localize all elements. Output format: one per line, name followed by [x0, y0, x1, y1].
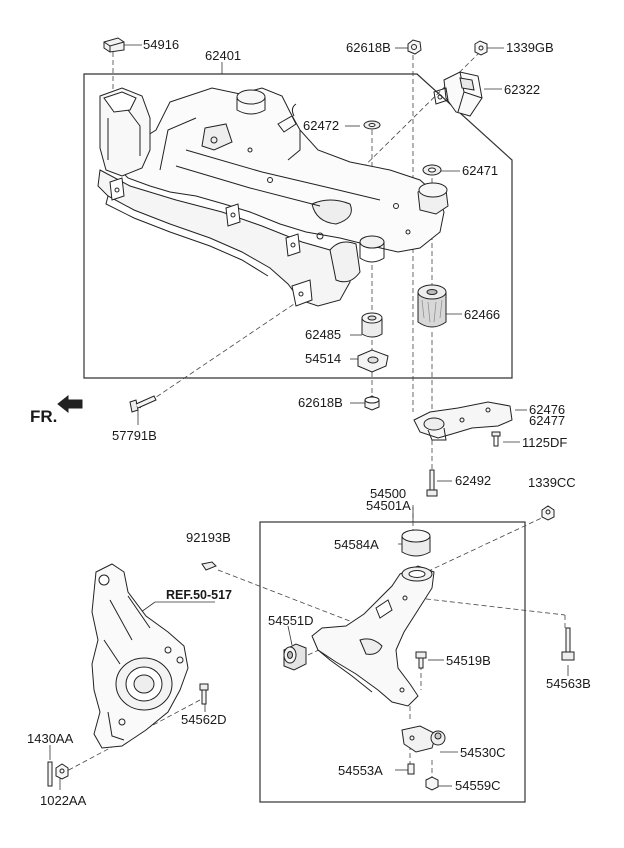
pin-1430AA	[47, 761, 53, 787]
cap-54916	[103, 37, 125, 53]
bolt-54553A	[407, 763, 415, 775]
label-62472: 62472	[303, 118, 340, 133]
nut-54559C	[425, 776, 439, 791]
nut-1339CC	[541, 505, 555, 521]
steering-knuckle	[91, 563, 189, 749]
label-1339GB: 1339GB	[506, 40, 554, 55]
bolt-57791B	[129, 395, 157, 413]
washer-62471	[422, 164, 442, 176]
label-1339CC: 1339CC	[528, 475, 576, 490]
front-arrow-icon	[57, 394, 83, 414]
label-62401: 62401	[205, 48, 242, 63]
nut-1339GB	[474, 40, 488, 56]
label-92193B: 92193B	[186, 530, 231, 545]
label-1022AA: 1022AA	[40, 793, 87, 808]
label-62477: 62477	[529, 413, 566, 428]
crossmember-group-outline	[83, 73, 513, 379]
label-54563B: 54563B	[546, 676, 591, 691]
bracket-62476-62477	[413, 401, 513, 441]
lower-arm-group-outline	[259, 521, 526, 803]
bracket-62322	[433, 71, 483, 117]
plate-54514	[357, 349, 389, 373]
label-54519B: 54519B	[446, 653, 491, 668]
label-54514: 54514	[305, 351, 342, 366]
label-54562D: 54562D	[181, 712, 227, 727]
crossmember-62401	[97, 87, 449, 307]
label-62492: 62492	[455, 473, 492, 488]
label-54551D: 54551D	[268, 613, 314, 628]
label-54530C: 54530C	[460, 745, 506, 760]
bolt-62492	[426, 469, 438, 497]
lower-arm-54500	[311, 565, 435, 707]
label-62618B-top: 62618B	[346, 40, 391, 55]
label-62476: 62476	[529, 402, 566, 417]
nut-1022AA	[55, 763, 69, 780]
label-54500: 54500	[370, 486, 407, 501]
label-57791B: 57791B	[112, 428, 157, 443]
bushing-54551D	[283, 643, 307, 671]
label-62618B-bottom: 62618B	[298, 395, 343, 410]
label-62322: 62322	[504, 82, 541, 97]
ball-joint-54530C	[401, 725, 446, 753]
label-54584A: 54584A	[334, 537, 379, 552]
label-54559C: 54559C	[455, 778, 501, 793]
bolt-54562D	[199, 683, 209, 705]
bushing-62466	[417, 284, 447, 328]
label-62466: 62466	[464, 307, 501, 322]
label-1430AA: 1430AA	[27, 731, 74, 746]
bushing-54584A	[401, 529, 431, 557]
washer-62472	[363, 120, 381, 130]
label-54553A: 54553A	[338, 763, 383, 778]
nut-62618B-top	[407, 39, 422, 55]
pin-92193B	[201, 561, 217, 571]
label-front: FR.	[30, 407, 58, 426]
label-62471: 62471	[462, 163, 499, 178]
nut-62618B-bottom	[364, 395, 380, 411]
label-reference-note: REF.50-517	[166, 588, 233, 602]
bushing-62485	[361, 312, 383, 338]
bolt-54519B	[415, 651, 427, 669]
bolt-1125DF	[491, 431, 501, 447]
label-54501A: 54501A	[366, 498, 411, 513]
label-62485: 62485	[305, 327, 342, 342]
bolt-54563B	[561, 627, 575, 661]
label-54916: 54916	[143, 37, 180, 52]
label-1125DF: 1125DF	[522, 435, 568, 450]
